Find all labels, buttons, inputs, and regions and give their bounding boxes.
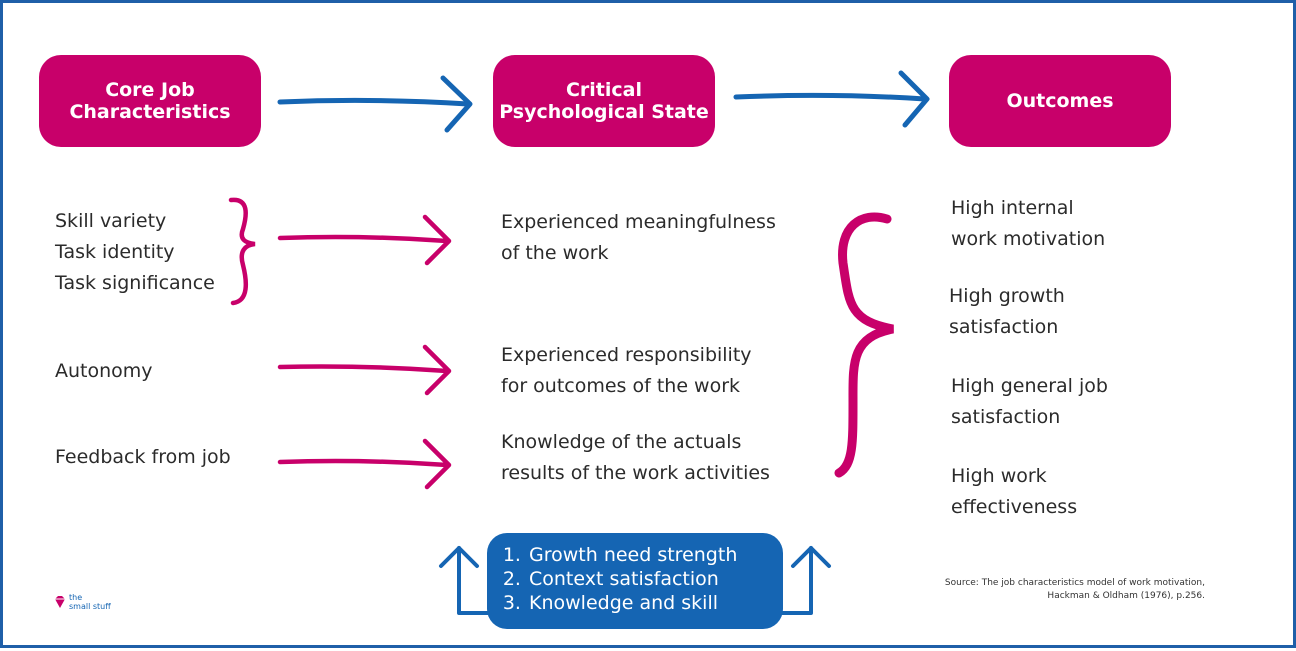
item-task-significance: Task significance (55, 272, 215, 294)
moderators-box: Growth need strength Context satisfactio… (487, 533, 783, 629)
item-task-identity: Task identity (55, 241, 175, 263)
moderator-growth-need: Growth need strength (527, 543, 783, 567)
outcome-3-line-2: satisfaction (951, 406, 1061, 428)
header-core-line-1: Core Job (105, 79, 195, 101)
moderator-knowledge-skill: Knowledge and skill (527, 591, 783, 615)
outcome-2-line-1: High growth (949, 285, 1065, 307)
header-critical-line-1: Critical (565, 79, 642, 101)
source-line-1: Source: The job characteristics model of… (944, 578, 1205, 588)
moderators-list: Growth need strength Context satisfactio… (505, 543, 783, 615)
state-responsibility-line-1: Experienced responsibility (501, 344, 752, 366)
outcome-4-line-2: effectiveness (951, 496, 1078, 518)
state-meaningfulness: Experienced meaningfulness of the work (501, 207, 776, 269)
arrow-core-to-critical (277, 75, 473, 133)
header-outcomes-label: Outcomes (1006, 90, 1114, 112)
logo-wordmark: the small stuff (69, 593, 111, 611)
logo-word-2: small stuff (69, 602, 111, 611)
state-meaningfulness-line-2: of the work (501, 242, 609, 264)
outcome-1-line-1: High internal (951, 197, 1074, 219)
outcome-1-line-2: work motivation (951, 228, 1106, 250)
arrow-row3 (277, 438, 452, 490)
state-responsibility-line-2: for outcomes of the work (501, 375, 741, 397)
header-outcomes: Outcomes (949, 55, 1171, 147)
outcome-work-effectiveness: High work effectiveness (951, 461, 1077, 523)
moderator-context-satisfaction: Context satisfaction (527, 567, 783, 591)
state-responsibility: Experienced responsibility for outcomes … (501, 340, 752, 402)
item-autonomy: Autonomy (55, 360, 153, 382)
arrow-critical-to-outcomes (733, 70, 930, 128)
header-critical-psychological-state: Critical Psychological State (493, 55, 715, 147)
diamond-logo-icon (55, 596, 65, 608)
item-skill-variety: Skill variety (55, 210, 167, 232)
outcome-3-line-1: High general job (951, 375, 1108, 397)
state-meaningfulness-line-1: Experienced meaningfulness (501, 211, 776, 233)
header-core-job-characteristics: Core Job Characteristics (39, 55, 261, 147)
item-feedback-from-job: Feedback from job (55, 446, 231, 468)
state-knowledge: Knowledge of the actuals results of the … (501, 427, 770, 489)
arrow-moderator-left (439, 546, 491, 615)
logo: the small stuff (53, 593, 143, 621)
header-core-line-2: Characteristics (69, 101, 231, 123)
source-line-2: Hackman & Oldham (1976), p.256. (1047, 591, 1205, 601)
connectors-layer (228, 70, 930, 615)
brace-characteristics (228, 197, 256, 306)
brace-states (834, 212, 894, 478)
characteristics-group: Skill variety Task identity Task signifi… (55, 206, 215, 299)
outcome-general-job-satisfaction: High general job satisfaction (951, 371, 1108, 433)
outcome-4-line-1: High work (951, 465, 1047, 487)
outcome-growth-satisfaction: High growth satisfaction (949, 281, 1065, 343)
arrow-row1 (277, 214, 452, 266)
arrow-row2 (277, 344, 452, 396)
state-knowledge-line-2: results of the work activities (501, 462, 770, 484)
logo-word-1: the (69, 593, 83, 602)
state-knowledge-line-1: Knowledge of the actuals (501, 431, 742, 453)
outcome-2-line-2: satisfaction (949, 316, 1059, 338)
header-critical-line-2: Psychological State (499, 101, 709, 123)
outcome-internal-motivation: High internal work motivation (951, 193, 1105, 255)
source-citation: Source: The job characteristics model of… (883, 577, 1205, 603)
arrow-moderator-right (779, 546, 831, 615)
